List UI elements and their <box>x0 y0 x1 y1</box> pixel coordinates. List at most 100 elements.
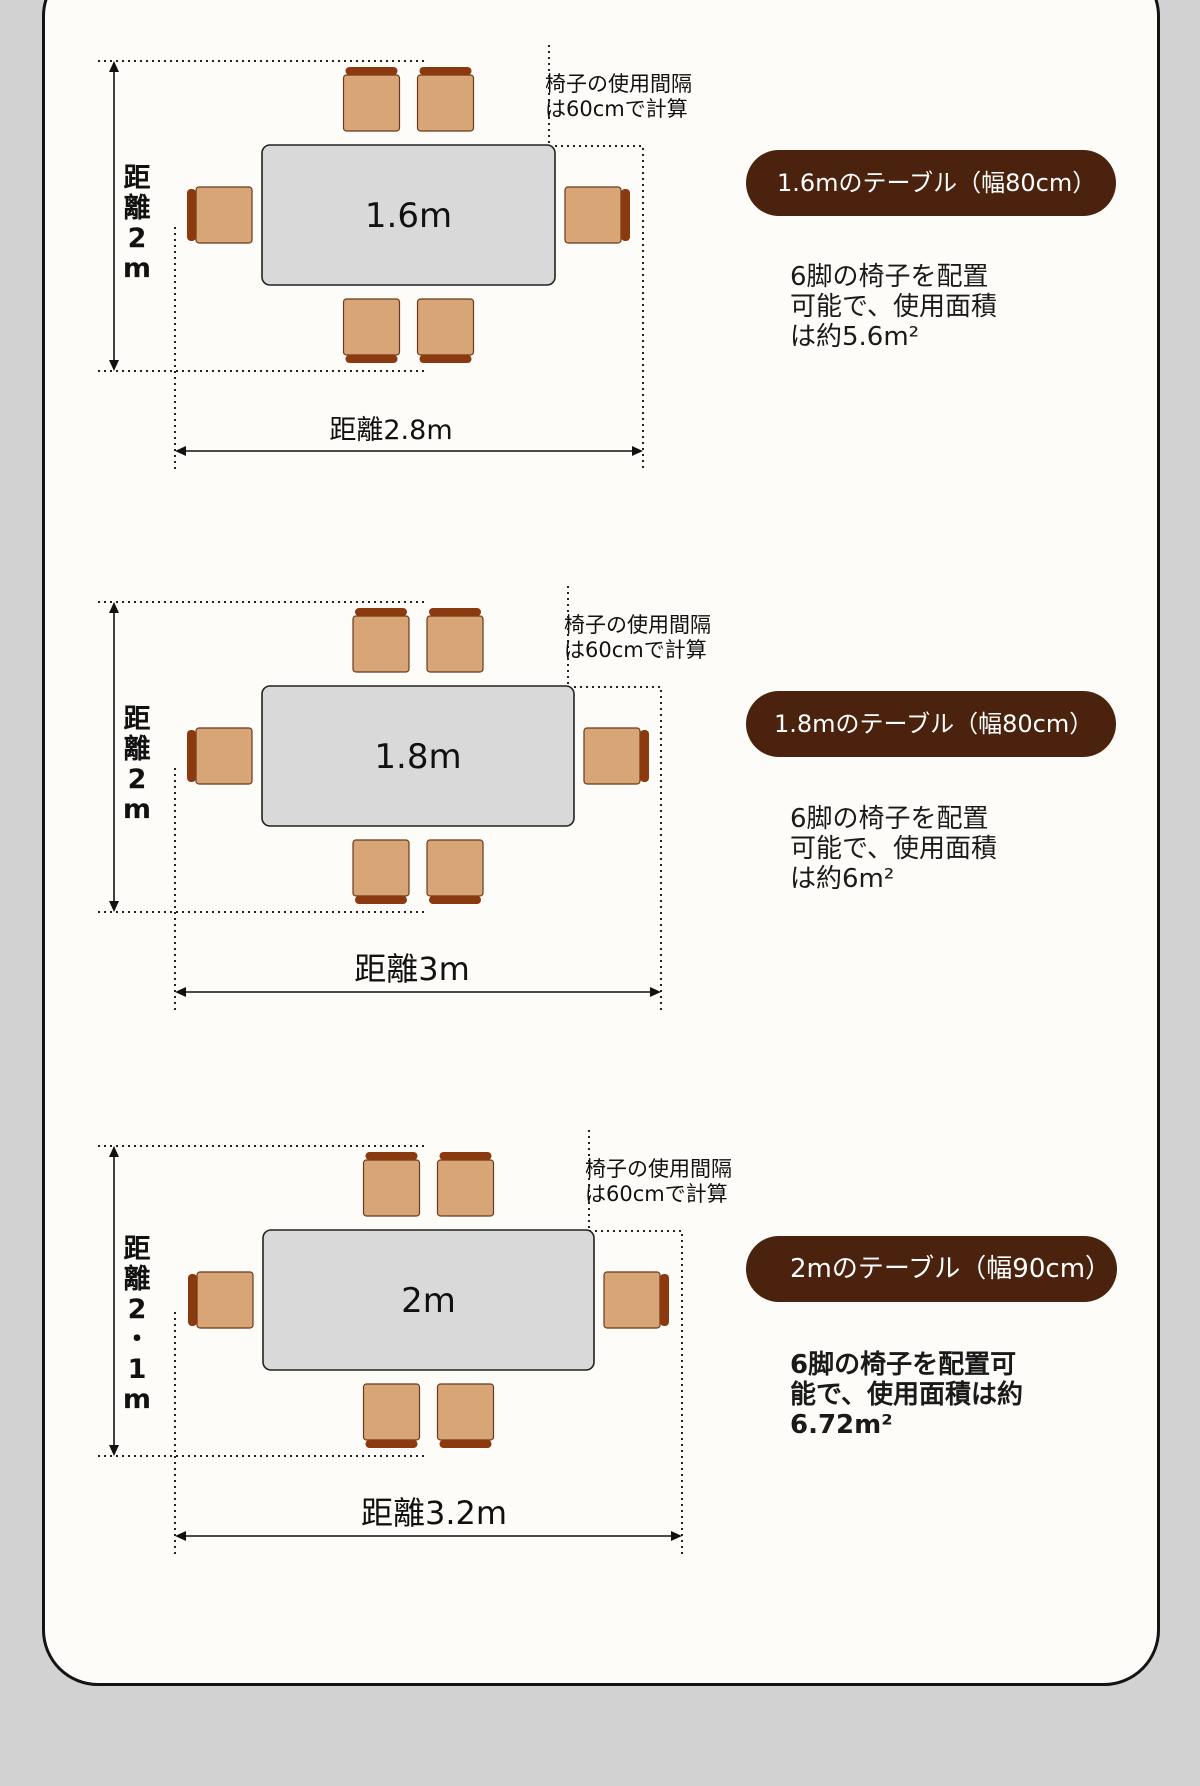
table-length-label: 2m <box>401 1281 456 1321</box>
chair-back <box>439 1152 492 1160</box>
chair-back <box>439 1440 492 1448</box>
height-label-char: 2 <box>128 223 147 254</box>
table-length-label: 1.6m <box>365 196 452 236</box>
guide-right <box>549 145 644 471</box>
width-arrow-head <box>175 1531 186 1541</box>
chair-back <box>365 1152 418 1160</box>
height-label-char: 2 <box>128 764 147 795</box>
layout-description-3: 6脚の椅子を配置可 能で、使用面積は約 6.72m² <box>790 1350 1023 1440</box>
chair <box>187 186 253 244</box>
chair <box>188 1271 254 1329</box>
table <box>262 1229 595 1371</box>
chair-back <box>355 896 407 904</box>
width-arrow-head <box>671 1531 682 1541</box>
height-label-char: 2 <box>128 1294 147 1325</box>
chair <box>416 67 475 132</box>
chair-back <box>660 1274 669 1326</box>
chair-spacing-note: 椅子の使用間隔 <box>545 72 692 96</box>
chair-back <box>187 730 196 782</box>
height-label-char: 距 <box>124 163 151 194</box>
chair <box>583 727 649 785</box>
chair-back <box>429 896 481 904</box>
layout-title-1: 1.6mのテーブル（幅80cm） <box>746 150 1116 216</box>
table <box>261 685 575 827</box>
chair-seat <box>195 727 253 785</box>
chair-seat <box>603 1271 661 1329</box>
chair <box>352 608 410 673</box>
chair-back <box>429 608 481 616</box>
table-length-label: 1.8m <box>374 737 461 777</box>
chair-seat <box>342 298 401 356</box>
chair-back <box>419 355 472 363</box>
chair <box>352 839 410 904</box>
height-label: 距離2・1m <box>123 1234 151 1415</box>
height-label-char: 距 <box>124 704 151 735</box>
chair-seat <box>342 74 401 132</box>
chair-back <box>355 608 407 616</box>
chair-back <box>365 1440 418 1448</box>
layout-title-3: 2mのテーブル（幅90cm） <box>746 1236 1117 1302</box>
chair-spacing-note: は60cmで計算 <box>585 1182 728 1206</box>
height-arrow-head <box>109 901 119 912</box>
chair-seat <box>196 1271 254 1329</box>
chair-seat <box>436 1159 495 1217</box>
chair-seat <box>436 1383 495 1441</box>
chair <box>426 839 484 904</box>
chair-back <box>345 67 398 75</box>
width-label: 距離2.8m <box>329 415 452 446</box>
height-label-char: 離 <box>124 733 151 765</box>
chair-spacing-note: は60cmで計算 <box>545 97 688 121</box>
height-label-char: ・ <box>124 1324 151 1355</box>
height-label-char: m <box>123 794 151 825</box>
chair-back <box>345 355 398 363</box>
chair-back <box>419 67 472 75</box>
chair-seat <box>583 727 641 785</box>
guide-right <box>589 1230 683 1556</box>
height-label-char: m <box>123 253 151 284</box>
height-arrow-head <box>109 360 119 371</box>
width-label: 距離3m <box>354 950 470 988</box>
height-label-char: m <box>123 1384 151 1415</box>
table <box>261 144 556 286</box>
chair-back <box>187 189 196 241</box>
height-label-char: 距 <box>124 1234 151 1265</box>
layout-description-2: 6脚の椅子を配置 可能で、使用面積 は約6m² <box>790 804 997 894</box>
width-arrow-head <box>175 987 186 997</box>
chair-back <box>640 730 649 782</box>
chair <box>342 298 401 363</box>
height-label-char: 離 <box>124 192 151 224</box>
height-label-char: 1 <box>128 1354 147 1385</box>
chair-seat <box>352 839 410 897</box>
height-arrow-head <box>109 61 119 72</box>
width-label: 距離3.2m <box>361 1494 507 1532</box>
chair-seat <box>195 186 253 244</box>
layout-title-2: 1.8mのテーブル（幅80cm） <box>746 691 1116 757</box>
chair <box>187 727 253 785</box>
chair-back <box>621 189 630 241</box>
chair-seat <box>426 615 484 673</box>
layout-description-1: 6脚の椅子を配置 可能で、使用面積 は約5.6m² <box>790 262 997 352</box>
chair-seat <box>564 186 622 244</box>
chair <box>426 608 484 673</box>
width-arrow-head <box>175 446 186 456</box>
chair-back <box>188 1274 197 1326</box>
height-arrow-head <box>109 602 119 613</box>
chair-seat <box>416 298 475 356</box>
chair <box>342 67 401 132</box>
chair-seat <box>426 839 484 897</box>
height-label-char: 離 <box>124 1263 151 1295</box>
chair <box>436 1383 495 1448</box>
chair-seat <box>352 615 410 673</box>
chair <box>416 298 475 363</box>
width-arrow-head <box>632 446 643 456</box>
content-card <box>42 0 1160 1686</box>
chair-seat <box>362 1383 421 1441</box>
height-arrow-head <box>109 1146 119 1157</box>
chair <box>564 186 630 244</box>
chair <box>362 1152 421 1217</box>
